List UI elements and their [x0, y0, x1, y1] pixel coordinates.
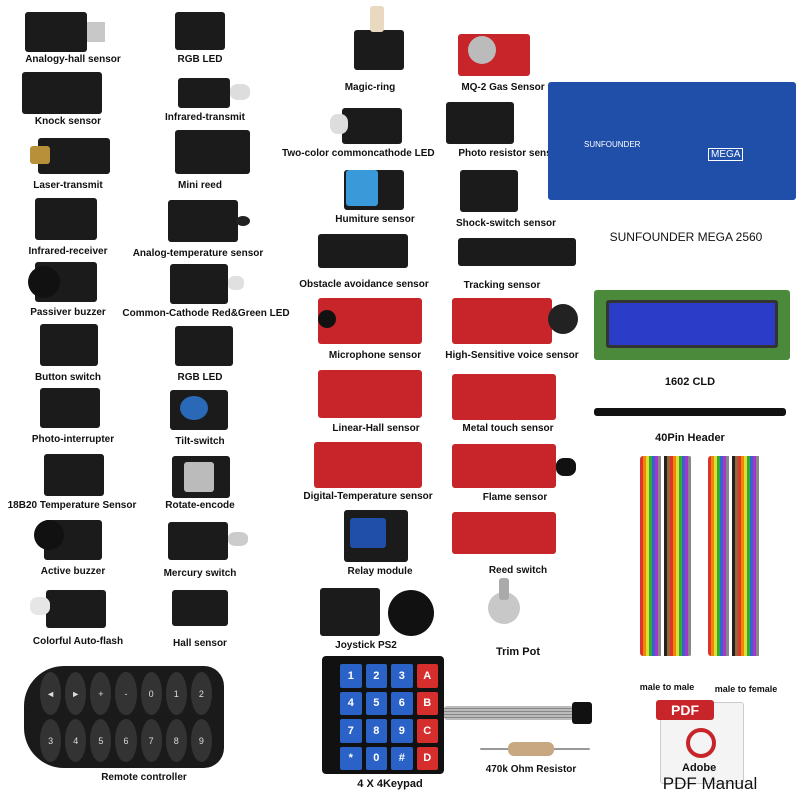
label-trim-pot: Trim Pot — [495, 646, 540, 658]
label-tracking: Tracking sensor — [463, 280, 541, 291]
keypad-key[interactable]: 6 — [391, 691, 413, 715]
label-voice: High-Sensitive voice sensor — [445, 350, 579, 361]
label-keypad: 4 X 4Keypad — [357, 778, 423, 790]
label-rotate-encode: Rotate-encode — [165, 500, 235, 511]
label-mini-reed: Mini reed — [178, 180, 222, 191]
remote-key[interactable]: 9 — [190, 719, 212, 762]
label-lcd: 1602 CLD — [664, 376, 716, 388]
label-digital-temp: Digital-Temperature sensor — [303, 491, 433, 502]
label-two-color: Two-color commoncathode LED — [282, 148, 435, 159]
label-rgb-led-2: RGB LED — [177, 372, 223, 383]
remote-key[interactable]: + — [90, 672, 112, 715]
remote-key[interactable]: 6 — [115, 719, 137, 762]
keypad-key[interactable]: 7 — [340, 719, 362, 743]
label-pdf-manual: PDF Manual — [662, 774, 758, 793]
label-knock: Knock sensor — [34, 116, 102, 127]
label-photo-resistor: Photo resistor sensor — [458, 148, 562, 159]
board-model: MEGA — [708, 148, 744, 161]
board-brand: SUNFOUNDER — [584, 140, 641, 149]
remote-key[interactable]: 5 — [90, 719, 112, 762]
keypad-key[interactable]: * — [340, 746, 362, 770]
label-obstacle: Obstacle avoidance sensor — [299, 279, 429, 290]
remote-key[interactable]: ► — [65, 672, 87, 715]
label-button-switch: Button switch — [34, 372, 102, 383]
label-microphone: Microphone sensor — [328, 350, 422, 361]
keypad-key[interactable]: 4 — [340, 691, 362, 715]
keypad-key[interactable]: 1 — [340, 664, 362, 688]
label-passive-buzzer: Passiver buzzer — [30, 307, 106, 318]
label-ds18b20: 18B20 Temperature Sensor — [7, 500, 137, 511]
keypad-key[interactable]: # — [391, 746, 413, 770]
label-photo-interrupter: Photo-interrupter — [31, 434, 115, 445]
keypad-key[interactable]: B — [416, 691, 438, 715]
label-shock-switch: Shock-switch sensor — [455, 218, 557, 229]
label-cc-rg-led: Common-Cathode Red&Green LED — [122, 308, 290, 319]
label-tilt-switch: Tilt-switch — [175, 436, 225, 447]
label-male-male: male to male — [639, 682, 695, 692]
label-male-female: male to female — [714, 684, 778, 694]
label-linear-hall: Linear-Hall sensor — [332, 423, 420, 434]
label-analog-temp: Analog-temperature sensor — [132, 248, 264, 259]
label-reed-switch: Reed switch — [488, 565, 548, 576]
pdf-badge: PDF — [656, 700, 714, 720]
keypad-key[interactable]: 2 — [365, 664, 387, 688]
label-ir-receiver: Infrared-receiver — [28, 246, 108, 257]
remote-key[interactable]: 0 — [140, 672, 162, 715]
label-remote: Remote controller — [101, 772, 187, 783]
label-auto-flash: Colorful Auto-flash — [32, 636, 124, 647]
keypad-key[interactable]: A — [416, 664, 438, 688]
label-humiture: Humiture sensor — [335, 214, 415, 225]
label-mq2: MQ-2 Gas Sensor — [461, 82, 545, 93]
label-ir-transmit: Infrared-transmit — [164, 112, 245, 123]
remote-key[interactable]: 8 — [165, 719, 187, 762]
label-mercury-switch: Mercury switch — [163, 568, 237, 579]
adobe-text: Adobe — [682, 762, 717, 774]
keypad-key[interactable]: C — [416, 719, 438, 743]
keypad-key[interactable]: 3 — [391, 664, 413, 688]
remote-key[interactable]: - — [115, 672, 137, 715]
keypad-key[interactable]: 5 — [365, 691, 387, 715]
remote-key[interactable]: 2 — [190, 672, 212, 715]
label-analog-hall: Analogy-hall sensor — [25, 54, 121, 65]
keypad-key[interactable]: 9 — [391, 719, 413, 743]
label-rgb-led-1: RGB LED — [177, 54, 223, 65]
label-hall-sensor: Hall sensor — [173, 638, 227, 649]
label-joystick: Joystick PS2 — [335, 640, 397, 651]
keypad-key[interactable]: 0 — [365, 746, 387, 770]
remote-key[interactable]: ◄ — [40, 672, 62, 715]
remote-key[interactable]: 4 — [65, 719, 87, 762]
label-active-buzzer: Active buzzer — [40, 566, 106, 577]
label-laser: Laser-transmit — [33, 180, 103, 191]
label-metal-touch: Metal touch sensor — [462, 423, 554, 434]
keypad-key[interactable]: D — [416, 746, 438, 770]
label-header: 40Pin Header — [655, 432, 725, 444]
label-mega: SUNFOUNDER MEGA 2560 — [609, 230, 763, 244]
remote-key[interactable]: 7 — [140, 719, 162, 762]
label-relay: Relay module — [347, 566, 413, 577]
keypad-key[interactable]: 8 — [365, 719, 387, 743]
remote-key[interactable]: 1 — [165, 672, 187, 715]
remote-key[interactable]: 3 — [40, 719, 62, 762]
label-flame: Flame sensor — [482, 492, 548, 503]
label-resistor: 470k Ohm Resistor — [485, 764, 577, 775]
label-magic-ring: Magic-ring — [344, 82, 396, 93]
